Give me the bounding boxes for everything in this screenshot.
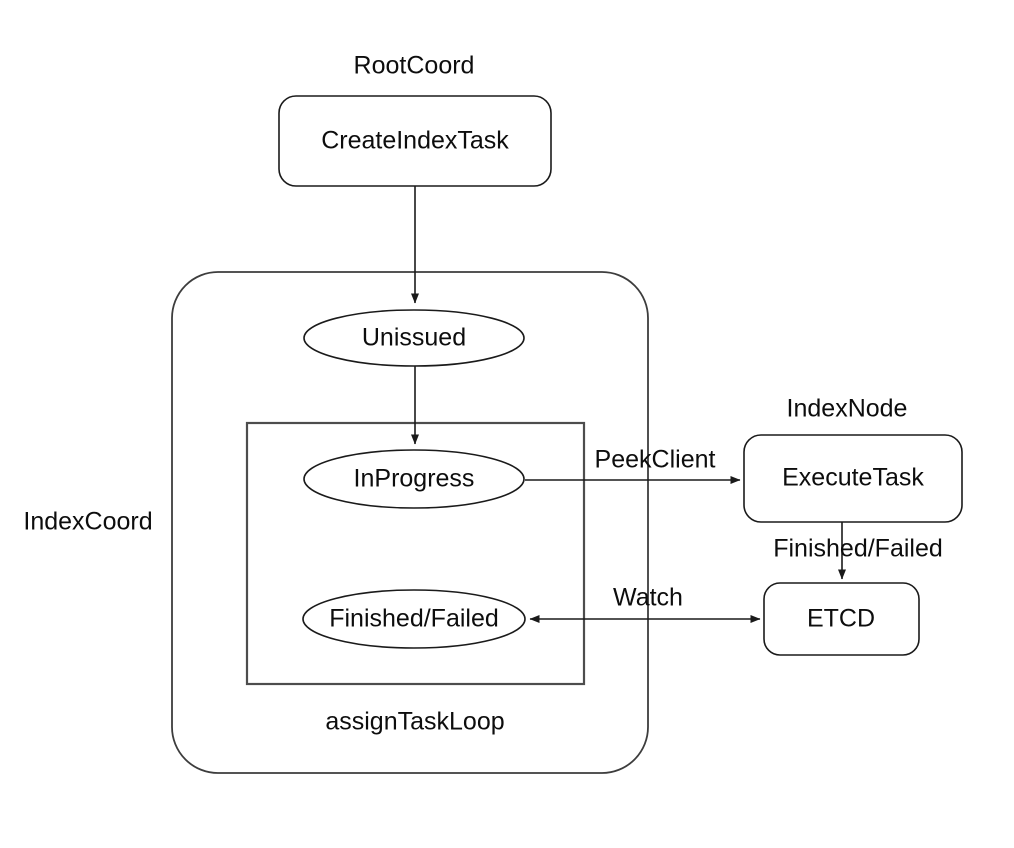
finished-failed-ellipse[interactable]	[302, 589, 526, 649]
root-coord-label: RootCoord	[354, 52, 475, 80]
etcd-label: ETCD	[807, 605, 875, 633]
node-finished-failed[interactable]: Finished/Failed	[302, 589, 526, 649]
edge-label-peek-client: PeekClient	[595, 446, 716, 474]
in-progress-label: InProgress	[354, 465, 475, 493]
node-etcd[interactable]: ETCD	[763, 582, 920, 656]
finished-failed-label: Finished/Failed	[329, 605, 499, 633]
unissued-ellipse[interactable]	[303, 309, 525, 367]
edge-label-watch: Watch	[613, 584, 683, 612]
unissued-label: Unissued	[362, 324, 466, 352]
group-index-coord: IndexCoord	[23, 271, 649, 774]
node-create-index-task[interactable]: CreateIndexTask	[278, 95, 552, 187]
node-execute-task[interactable]: ExecuteTask	[743, 434, 963, 523]
edge-etcd-to-finished-failed: Watch	[529, 584, 761, 623]
edge-label-finished-failed: Finished/Failed	[773, 535, 943, 563]
index-node-label: IndexNode	[787, 395, 908, 423]
create-index-task-box[interactable]	[278, 95, 552, 187]
edge-inprogress-to-executetask: PeekClient	[525, 446, 741, 484]
edge-executetask-to-etcd: Finished/Failed	[773, 522, 943, 580]
execute-task-label: ExecuteTask	[782, 464, 924, 492]
assign-task-loop-label: assignTaskLoop	[325, 708, 504, 736]
create-index-task-label: CreateIndexTask	[321, 127, 509, 155]
etcd-box[interactable]	[763, 582, 920, 656]
execute-task-box[interactable]	[743, 434, 963, 523]
index-coord-boundary	[171, 271, 649, 774]
in-progress-ellipse[interactable]	[303, 449, 525, 509]
index-coord-label: IndexCoord	[23, 508, 152, 536]
node-in-progress[interactable]: InProgress	[303, 449, 525, 509]
node-unissued[interactable]: Unissued	[303, 309, 525, 367]
